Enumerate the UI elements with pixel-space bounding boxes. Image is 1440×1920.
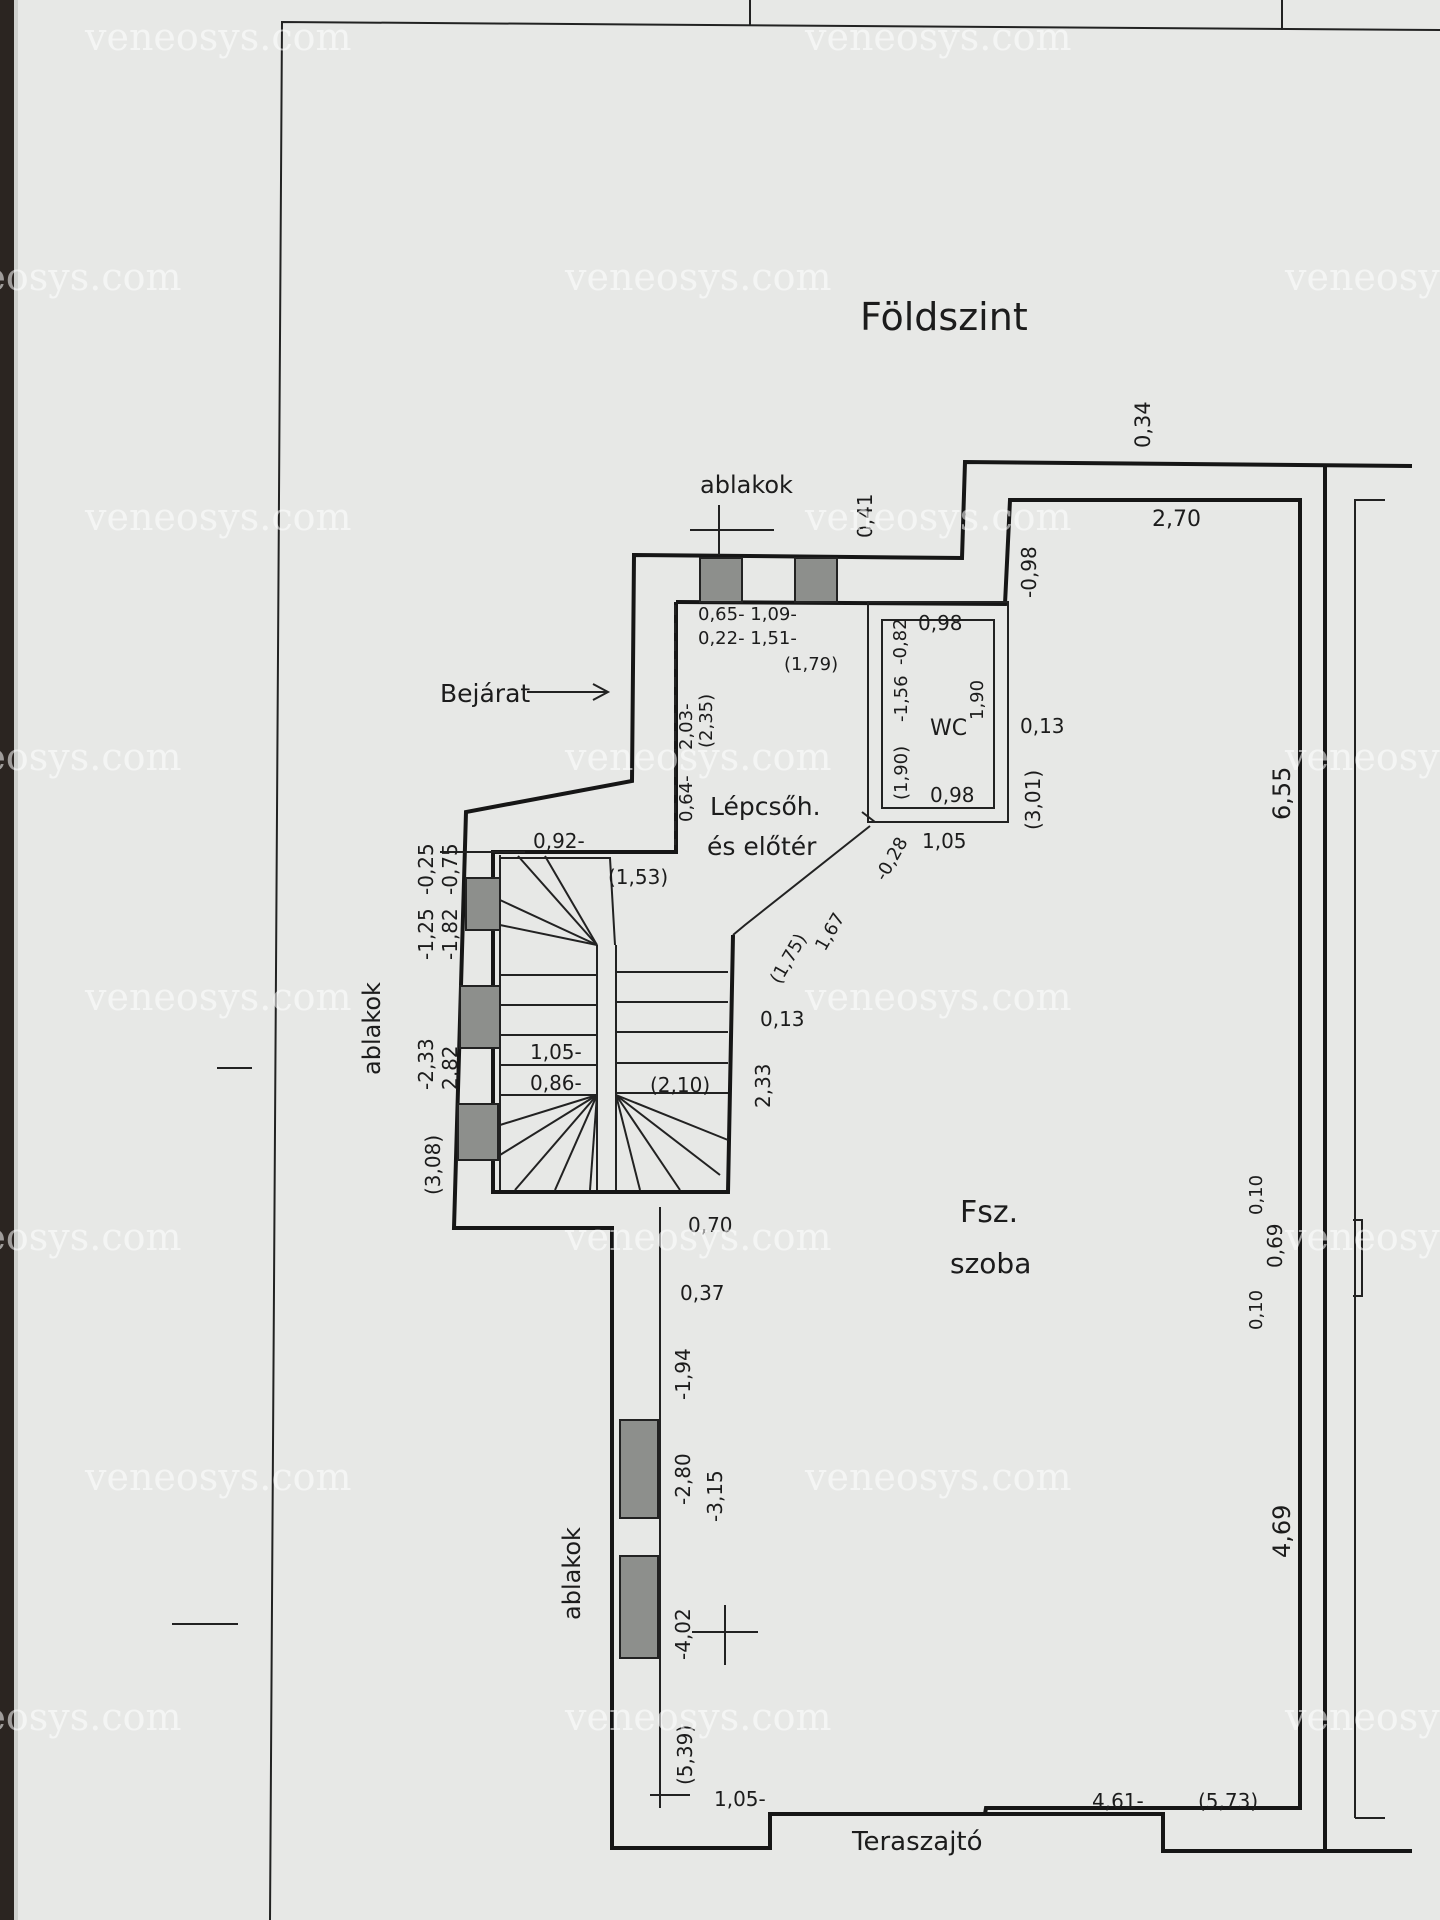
dim-301: (3,01) bbox=[1021, 770, 1045, 830]
dim-105a: 1,05 bbox=[922, 829, 967, 853]
room-labels: ablakok Bejárat Lépcsőh. és előtér WC Fs… bbox=[358, 471, 1031, 1857]
watermark: veneosys.com bbox=[804, 975, 1072, 1019]
dim-037: 0,37 bbox=[680, 1281, 725, 1305]
annotations-lines bbox=[440, 605, 690, 1796]
dim-402: -4,02 bbox=[671, 1608, 695, 1660]
dim-308: (3,08) bbox=[421, 1135, 445, 1195]
dim-153: (1,53) bbox=[608, 865, 668, 889]
dim-190b: 1,90 bbox=[967, 680, 988, 720]
dim-098b: 0,98 bbox=[918, 611, 963, 635]
watermark: veneosys.com bbox=[0, 1695, 182, 1739]
dim-069: 0,69 bbox=[1263, 1223, 1287, 1268]
dim-539: (5,39) bbox=[673, 1725, 697, 1785]
dim-034: 0,34 bbox=[1131, 401, 1155, 448]
windows bbox=[457, 505, 838, 1665]
dim-105c: 1,05- bbox=[714, 1787, 766, 1811]
sheet-frame bbox=[172, 0, 1440, 1920]
dim-233a: -2,33 bbox=[414, 1038, 438, 1090]
watermark: veneosys.com bbox=[84, 1455, 352, 1499]
paper bbox=[18, 0, 1440, 1920]
watermark: veneosys.com bbox=[804, 495, 1072, 539]
label-windows-bottom: ablakok bbox=[558, 1527, 586, 1620]
staircase bbox=[499, 855, 729, 1191]
watermark: veneosys.com bbox=[804, 1455, 1072, 1499]
dim-194: -1,94 bbox=[671, 1348, 695, 1400]
dim-573: (5,73) bbox=[1198, 1789, 1258, 1813]
watermark: veneosys.com bbox=[0, 255, 182, 299]
label-entrance: Bejárat bbox=[440, 679, 530, 708]
plan-title: Földszint bbox=[860, 295, 1028, 339]
dim-156: -1,56 bbox=[891, 675, 912, 722]
dim-025: -0,25 bbox=[414, 843, 438, 895]
dim-235: (2,35) bbox=[696, 694, 717, 748]
dim-013a: 0,13 bbox=[1020, 714, 1065, 738]
label-windows-top: ablakok bbox=[700, 471, 793, 499]
watermarks: veneosys.com veneosys.com veneosys.com v… bbox=[0, 15, 1440, 1739]
label-windows-left: ablakok bbox=[358, 982, 386, 1075]
watermark: veneosys.com bbox=[564, 735, 832, 779]
label-hall-2: és előtér bbox=[707, 832, 817, 861]
watermark: veneosys.com bbox=[1284, 735, 1440, 779]
dim-075: -0,75 bbox=[438, 843, 462, 895]
watermark: veneosys.com bbox=[84, 975, 352, 1019]
dim-064: 0,64- bbox=[676, 775, 697, 822]
dim-461: 4,61- bbox=[1092, 1789, 1144, 1813]
dim-233b: 2,33 bbox=[751, 1063, 775, 1108]
dim-022-151: 0,22- 1,51- bbox=[698, 628, 797, 649]
dim-010a: 0,10 bbox=[1246, 1175, 1267, 1215]
dim-210: (2,10) bbox=[650, 1073, 710, 1097]
watermark: veneosys.com bbox=[0, 735, 182, 779]
watermark: veneosys.com bbox=[84, 495, 352, 539]
dim-070: 0,70 bbox=[688, 1213, 733, 1237]
label-room-1: Fsz. bbox=[960, 1195, 1018, 1230]
watermark: veneosys.com bbox=[0, 1215, 182, 1259]
dim-190a: (1,90) bbox=[891, 746, 912, 800]
watermark: veneosys.com bbox=[1284, 255, 1440, 299]
watermark: veneosys.com bbox=[1284, 1215, 1440, 1259]
dim-125: -1,25 bbox=[414, 908, 438, 960]
dim-010b: 0,10 bbox=[1246, 1290, 1267, 1330]
watermark: veneosys.com bbox=[804, 15, 1072, 59]
watermark: veneosys.com bbox=[564, 1215, 832, 1259]
label-terrace-door: Teraszajtó bbox=[851, 1827, 983, 1857]
label-room-2: szoba bbox=[950, 1247, 1031, 1280]
label-wc: WC bbox=[930, 716, 967, 741]
watermark: veneosys.com bbox=[564, 1695, 832, 1739]
dim-041: 0,41 bbox=[853, 493, 877, 538]
dim-182: -1,82 bbox=[438, 908, 462, 960]
dim-655: 6,55 bbox=[1268, 767, 1296, 820]
dim-280: -2,80 bbox=[671, 1453, 695, 1505]
dim-082: -0,82 bbox=[890, 618, 911, 665]
watermark: veneosys.com bbox=[564, 255, 832, 299]
dim-098a: -0,98 bbox=[1017, 546, 1041, 598]
dim-315: -3,15 bbox=[703, 1470, 727, 1522]
dim-270: 2,70 bbox=[1152, 507, 1201, 532]
label-hall-1: Lépcsőh. bbox=[710, 792, 821, 821]
dim-098c: 0,98 bbox=[930, 783, 975, 807]
dim-469: 4,69 bbox=[1268, 1505, 1296, 1558]
dim-086: 0,86- bbox=[530, 1071, 582, 1095]
dim-013b: 0,13 bbox=[760, 1007, 805, 1031]
dim-179: (1,79) bbox=[784, 654, 838, 675]
dim-105b: 1,05- bbox=[530, 1040, 582, 1064]
dim-092: 0,92- bbox=[533, 829, 585, 853]
watermark: veneosys.com bbox=[1284, 1695, 1440, 1739]
dim-065-109: 0,65- 1,09- bbox=[698, 604, 797, 625]
paper-shadow bbox=[0, 0, 14, 1920]
watermark: veneosys.com bbox=[84, 15, 352, 59]
dim-203: 2,03- bbox=[676, 703, 697, 750]
dim-282: 2,82 bbox=[438, 1045, 462, 1090]
outer-walls bbox=[451, 459, 1413, 1853]
